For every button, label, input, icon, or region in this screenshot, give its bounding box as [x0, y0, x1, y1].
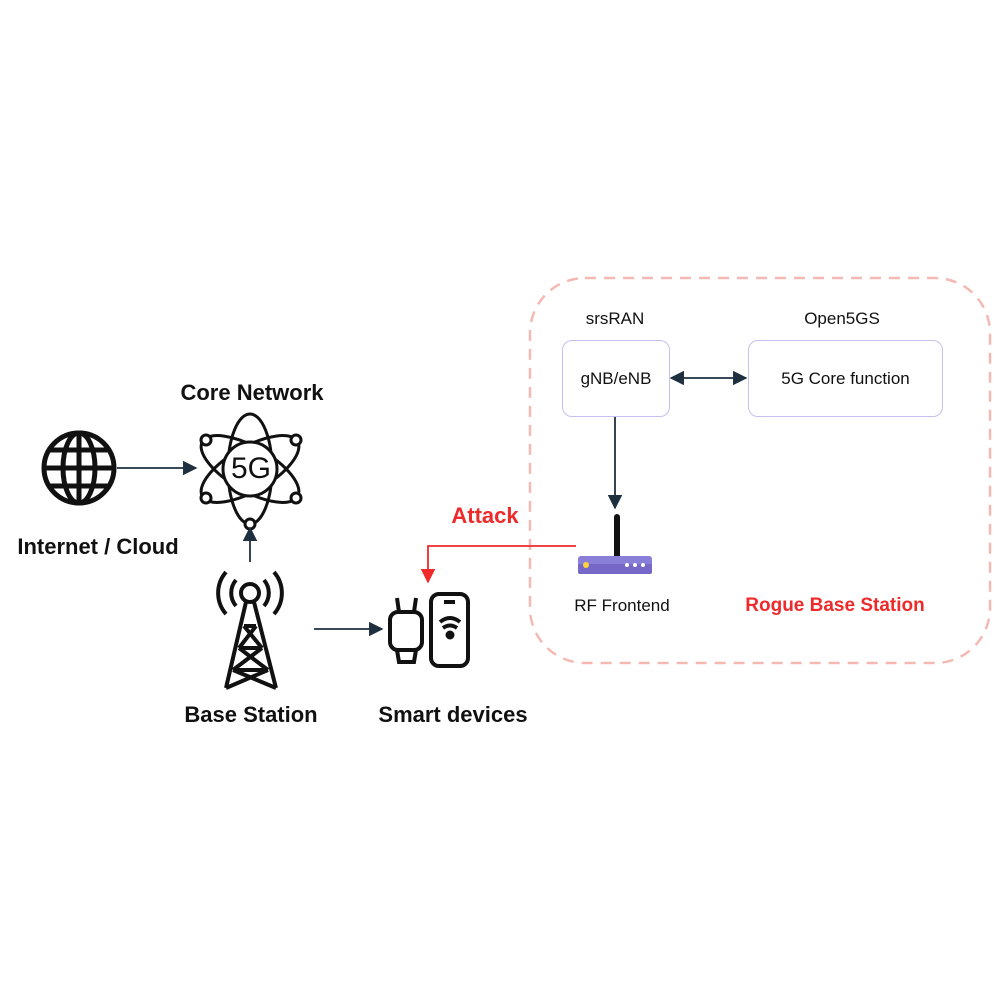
gnb-enb-label: gNB/eNB	[580, 368, 652, 388]
attack-arrow	[420, 545, 576, 584]
atom-5g-icon	[199, 412, 303, 531]
open5gs-label: Open5GS	[804, 309, 880, 328]
globe-icon	[41, 430, 117, 506]
5g-core-function-box: 5G Core function	[748, 340, 943, 417]
cell-tower-icon	[216, 570, 284, 690]
smartphone-icon	[429, 592, 470, 668]
core-network-label: Core Network	[180, 380, 324, 405]
rf-frontend-label: RF Frontend	[574, 596, 670, 615]
base-station-label: Base Station	[184, 702, 318, 727]
rogue-base-station-label: Rogue Base Station	[745, 595, 925, 616]
router-icon	[578, 514, 652, 574]
rogue-station-container	[528, 276, 992, 665]
attack-label: Attack	[451, 503, 519, 528]
smartwatch-icon	[388, 597, 424, 664]
5g-core-function-label: 5G Core function	[781, 368, 910, 388]
core-5g-badge: 5G	[230, 452, 272, 485]
internet-cloud-label: Internet / Cloud	[17, 534, 179, 559]
smart-devices-label: Smart devices	[378, 702, 528, 727]
srsran-label: srsRAN	[585, 309, 645, 328]
gnb-enb-box: gNB/eNB	[562, 340, 670, 417]
